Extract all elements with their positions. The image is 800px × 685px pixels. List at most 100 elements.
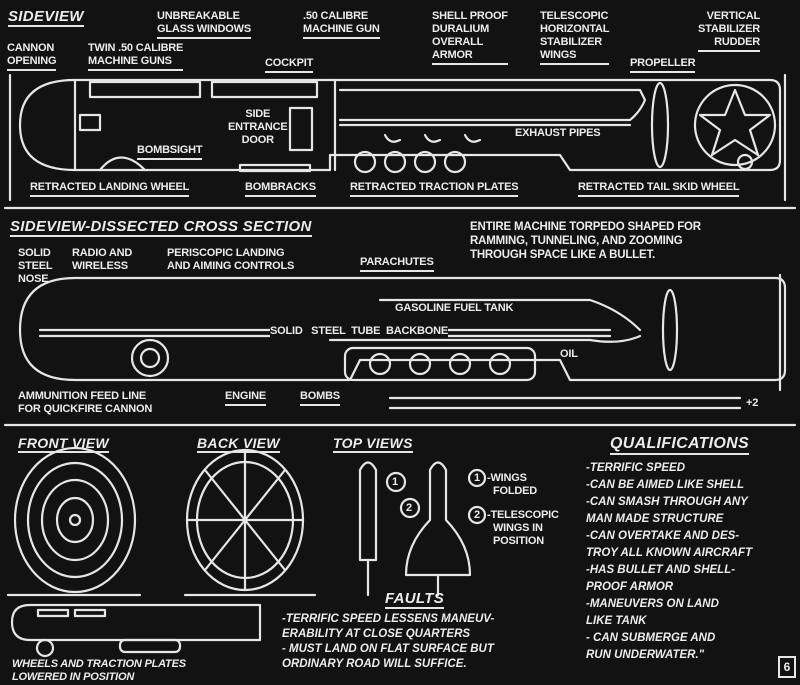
label-parachutes: PARACHUTES [360, 256, 434, 272]
qualification-line: -HAS BULLET AND SHELL- [586, 564, 736, 576]
label-line: TELESCOPIC [540, 10, 609, 22]
label-tail-skid: RETRACTED TAIL SKID WHEEL [578, 181, 740, 197]
faults-list: -TERRIFIC SPEED LESSENS MANEUV- ERABILIT… [282, 612, 494, 672]
label-glass-windows: UNBREAKABLE GLASS WINDOWS [157, 10, 251, 39]
label-line: DOOR [241, 134, 274, 146]
cross-section-title: SIDEVIEW-DISSECTED CROSS SECTION [10, 218, 312, 237]
label-line: RUDDER [714, 36, 760, 48]
legend-line: WINGS IN [493, 522, 543, 534]
legend-line: -TELESCOPIC [487, 509, 559, 521]
label-line: STABILIZER [540, 36, 602, 48]
qualification-line: PROOF ARMOR [586, 581, 674, 593]
note-line: THROUGH SPACE LIKE A BULLET. [470, 249, 656, 261]
qualifications-title: QUALIFICATIONS [610, 435, 750, 455]
legend-line: -WINGS [487, 472, 527, 484]
qualifications-list: -TERRIFIC SPEED -CAN BE AIMED LIKE SHELL… [586, 460, 752, 664]
label-ammo-feed: AMMUNITION FEED LINE FOR QUICKFIRE CANNO… [18, 390, 152, 416]
top-views-drawing [358, 461, 487, 597]
label-radio: RADIO AND WIRELESS [72, 247, 132, 273]
lowered-view-drawing [10, 603, 262, 658]
label-stabilizer-wings: TELESCOPIC HORIZONTAL STABILIZER WINGS [540, 10, 609, 65]
front-view-drawing [6, 446, 142, 597]
label-line: RADIO AND [72, 247, 133, 259]
label-line: SIDE [245, 108, 271, 120]
callout-1: 1 [392, 476, 398, 488]
qualification-line: LIKE TANK [586, 615, 647, 627]
legend-wings-position: -TELESCOPIC WINGS IN POSITION [487, 509, 559, 548]
front-view-title: FRONT VIEW [18, 435, 109, 453]
label-line: LOWERED IN POSITION [12, 671, 135, 683]
label-line: CANNON [7, 42, 55, 54]
label-line: HORIZONTAL [540, 23, 610, 35]
legend-line: FOLDED [493, 485, 538, 497]
fault-line: ERABILITY AT CLOSE QUARTERS [282, 628, 471, 640]
label-line: SHELL PROOF [432, 10, 508, 22]
label-bombsight: BOMBSIGHT [137, 144, 203, 160]
label-line: TWIN .50 CALIBRE [88, 42, 184, 54]
label-machine-gun: .50 CALIBRE MACHINE GUN [303, 10, 380, 39]
label-line: SOLID [18, 247, 51, 259]
qualification-line: TROY ALL KNOWN AIRCRAFT [586, 547, 753, 559]
label-line: OVERALL [432, 36, 484, 48]
label-line: GLASS WINDOWS [157, 23, 251, 35]
label-line: DURALIUM [432, 23, 490, 35]
label-steel-nose: SOLID STEEL NOSE [18, 247, 53, 286]
sideview-title: SIDEVIEW [8, 8, 84, 27]
label-exhaust-pipes: EXHAUST PIPES [515, 127, 601, 139]
cross-section-note: ENTIRE MACHINE TORPEDO SHAPED FOR RAMMIN… [470, 220, 701, 262]
page-number: 6 [778, 656, 796, 678]
label-line: VERTICAL [706, 10, 761, 22]
qualification-line: -CAN SMASH THROUGH ANY [586, 496, 748, 508]
label-landing-wheel: RETRACTED LANDING WHEEL [30, 181, 189, 197]
label-line: STEEL [18, 260, 53, 272]
label-line: PERISCOPIC LANDING [167, 247, 285, 259]
callout-2: 2 [406, 502, 412, 514]
label-armor: SHELL PROOF DURALIUM OVERALL ARMOR [432, 10, 508, 65]
label-oil: OIL [560, 348, 578, 360]
label-traction-plates: RETRACTED TRACTION PLATES [350, 181, 519, 197]
label-line: WINGS [540, 49, 577, 61]
label-line: FOR QUICKFIRE CANNON [18, 403, 153, 415]
label-lowered: WHEELS AND TRACTION PLATES LOWERED IN PO… [12, 658, 186, 684]
label-bombracks: BOMBRACKS [245, 181, 316, 197]
label-scale: +2 [746, 397, 759, 409]
note-line: RAMMING, TUNNELING, AND ZOOMING [470, 235, 683, 247]
label-backbone: SOLID STEEL TUBE BACKBONE [270, 325, 448, 338]
label-line: NOSE [18, 273, 49, 285]
legend-n2: 2 [474, 509, 480, 521]
label-cockpit: COCKPIT [265, 57, 313, 73]
label-line: WHEELS AND TRACTION PLATES [12, 658, 186, 670]
label-line: .50 CALIBRE [303, 10, 369, 22]
back-view-drawing [183, 448, 317, 597]
label-line: OPENING [7, 55, 57, 67]
label-bombs: BOMBS [300, 390, 340, 406]
legend-n1: 1 [474, 472, 480, 484]
qualification-line: RUN UNDERWATER." [586, 649, 705, 661]
top-views-title: TOP VIEWS [333, 435, 413, 453]
label-cannon-opening: CANNON OPENING [7, 42, 57, 71]
qualification-line: -MANEUVERS ON LAND [586, 598, 719, 610]
qualification-line: -CAN OVERTAKE AND DES- [586, 530, 740, 542]
qualification-line: -TERRIFIC SPEED [586, 462, 686, 474]
back-view-title: BACK VIEW [197, 435, 280, 453]
label-line: UNBREAKABLE [157, 10, 240, 22]
label-fuel-tank: GASOLINE FUEL TANK [395, 302, 514, 314]
label-line: ARMOR [432, 49, 473, 61]
label-controls: PERISCOPIC LANDING AND AIMING CONTROLS [167, 247, 294, 273]
legend-wings-folded: -WINGS FOLDED [487, 472, 537, 498]
label-twin-guns: TWIN .50 CALIBRE MACHINE GUNS [88, 42, 183, 71]
label-line: ENTRANCE [228, 121, 288, 133]
qualification-line: -CAN BE AIMED LIKE SHELL [586, 479, 745, 491]
fault-line: - MUST LAND ON FLAT SURFACE BUT [282, 643, 494, 655]
label-line: WIRELESS [72, 260, 128, 272]
label-line: MACHINE GUNS [88, 55, 172, 67]
label-side-door: SIDE ENTRANCE DOOR [228, 108, 288, 147]
sideview-hull [18, 78, 782, 174]
qualification-line: - CAN SUBMERGE AND [586, 632, 716, 644]
fault-line: -TERRIFIC SPEED LESSENS MANEUV- [282, 613, 495, 625]
label-rudder: VERTICAL STABILIZER RUDDER [698, 10, 760, 52]
note-line: ENTIRE MACHINE TORPEDO SHAPED FOR [470, 221, 701, 233]
cross-section-hull [18, 273, 787, 410]
